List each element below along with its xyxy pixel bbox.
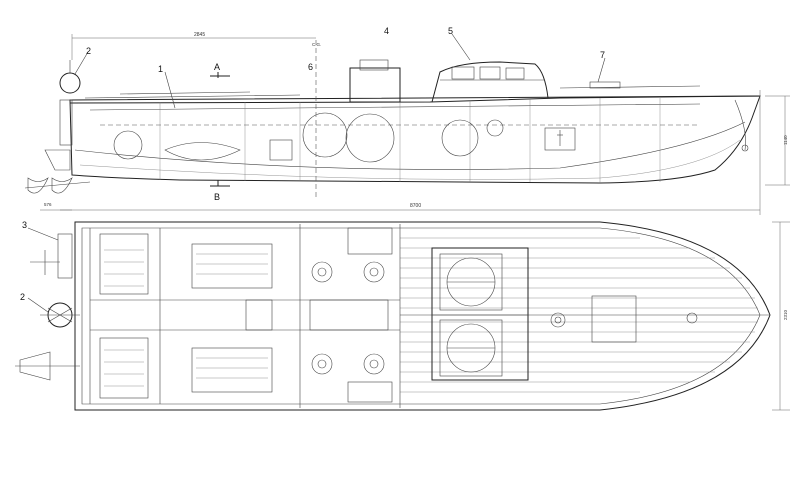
dim-beam: 2310 bbox=[783, 309, 788, 320]
callout-3: 3 bbox=[22, 220, 27, 230]
dim-top-span: 2845 bbox=[194, 32, 205, 38]
callout-7: 7 bbox=[600, 50, 605, 60]
cg-mark: C.G. bbox=[312, 42, 321, 47]
side-elevation bbox=[24, 33, 790, 215]
callout-labels: 1 2 2 3 4 5 6 7 A B bbox=[20, 26, 605, 302]
dim-overall-length: 8700 bbox=[410, 203, 421, 209]
dim-transom: 576 bbox=[44, 202, 52, 207]
section-mark-b: B bbox=[214, 192, 220, 202]
callout-4: 4 bbox=[384, 26, 389, 36]
section-mark-a: A bbox=[214, 62, 220, 72]
plan-view bbox=[15, 221, 790, 411]
dimension-labels: 2845 8700 576 1140 2310 C.G. bbox=[44, 32, 788, 320]
callout-1: 1 bbox=[158, 64, 163, 74]
dim-height: 1140 bbox=[783, 135, 788, 145]
callout-6: 6 bbox=[308, 62, 313, 72]
callout-2-plan: 2 bbox=[20, 292, 25, 302]
callout-2-side: 2 bbox=[86, 46, 91, 56]
callout-5: 5 bbox=[448, 26, 453, 36]
